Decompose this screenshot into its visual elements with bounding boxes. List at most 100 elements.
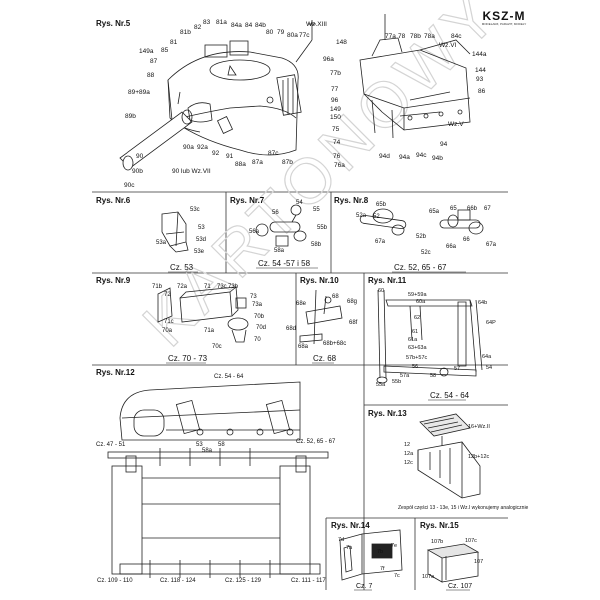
part-caption: Cz. 109 - 110 — [97, 578, 133, 584]
fig9-title: Rys. Nr.9 — [96, 276, 131, 285]
part-label: 64b — [478, 300, 487, 306]
part-label: 65a — [429, 209, 440, 215]
part-label: 66 — [463, 237, 470, 243]
part-label: 58 — [218, 442, 225, 448]
part-label: 52 — [373, 214, 380, 220]
part-label: 12b+12c — [468, 454, 490, 460]
part-label: 68f — [349, 320, 358, 326]
part-label: 93 — [476, 76, 484, 83]
part-label: 94 — [440, 141, 448, 148]
fig15-labels: Rys. Nr.15 107b 107c 107 107a Cz. 107 — [420, 521, 483, 590]
part-label: 70c — [212, 344, 222, 350]
part-label: 65 — [450, 206, 457, 212]
part-label: 59+59a — [408, 292, 427, 298]
fig14-caption: Cz. 7 — [356, 583, 372, 590]
part-label: 55b — [317, 225, 328, 231]
part-label: 68d — [286, 326, 296, 332]
part-label: 68 — [332, 294, 339, 300]
part-label: 70 — [254, 337, 261, 343]
part-label: 81 — [170, 39, 178, 46]
part-label: 71b — [152, 284, 163, 290]
part-label: 57 — [454, 366, 460, 372]
part-label: 81a — [216, 19, 227, 26]
part-label: 56a — [249, 229, 260, 235]
part-label: 7a — [346, 545, 353, 551]
part-label: 81b — [180, 29, 191, 36]
fig8-caption: Cz. 52, 65 - 67 — [394, 263, 447, 272]
part-caption: Cz. 111 - 117 — [291, 578, 326, 584]
part-label: 94b — [432, 155, 443, 162]
part-label: 73c — [217, 284, 227, 290]
part-label: 7e — [391, 543, 397, 549]
part-label: 149a — [139, 48, 154, 55]
fig5-turret-drawing — [119, 20, 316, 171]
part-label: 83 — [203, 19, 211, 26]
part-label: 89+89a — [128, 89, 150, 96]
part-label: 55 — [313, 207, 320, 213]
part-label: 58 — [430, 373, 436, 379]
part-label: 12 — [404, 442, 410, 448]
part-label: Cz. 47 - 51 — [96, 442, 126, 448]
part-label: Wz.V — [448, 121, 464, 128]
part-label: 72 — [164, 292, 171, 298]
part-label: 67a — [486, 242, 497, 248]
part-label: 94c — [416, 152, 427, 159]
part-label: 86 — [478, 88, 486, 95]
part-label: 67a — [375, 239, 386, 245]
part-label: 77b — [330, 70, 341, 77]
fig11-labels: Rys. Nr.11 60 59+59a 60a 64b 62 64P 61 6… — [368, 276, 496, 400]
part-label: 71a — [204, 328, 215, 334]
part-label: 77a — [385, 33, 396, 40]
part-label: 91 — [226, 153, 234, 160]
fig7-title: Rys. Nr.7 — [230, 196, 265, 205]
part-label: 58a — [202, 448, 213, 454]
part-label: Cz. 54 - 64 — [214, 374, 244, 380]
part-label: 63+63a — [408, 345, 427, 351]
fig12-labels: Rys. Nr.12 Cz. 54 - 64 53 58 58a Cz. 47 … — [96, 368, 336, 584]
part-label: 73b — [228, 284, 239, 290]
part-label: 148 — [336, 39, 347, 46]
part-label: 53 — [196, 442, 203, 448]
fig10-drawing — [299, 289, 343, 345]
part-label: 89b — [125, 113, 136, 120]
part-label: 68a — [298, 344, 309, 350]
fig12-hull-drawing — [119, 381, 301, 441]
part-label: 60 — [378, 288, 384, 294]
part-label: 70b — [254, 314, 265, 320]
part-label: 84a — [231, 22, 242, 29]
logo-tagline: MODELARZ, PARAZIT, MODELY — [481, 22, 527, 26]
part-label: 65b — [376, 202, 387, 208]
part-label: 16+Wz.II — [468, 424, 490, 430]
part-label: 90a — [183, 144, 194, 151]
part-label: 12a — [404, 451, 414, 457]
fig6-drawing — [161, 211, 189, 253]
part-label: 58a — [274, 248, 285, 254]
part-label: 66b — [467, 206, 478, 212]
part-label: 64a — [482, 354, 492, 360]
part-label: 80 — [266, 29, 274, 36]
part-label: 78a — [424, 33, 435, 40]
part-label: Wz.XIII — [306, 21, 327, 28]
fig13-labels: Rys. Nr.13 16+Wz.II 12 12a 12c 12b+12c Z… — [368, 409, 529, 511]
fig13-title: Rys. Nr.13 — [368, 409, 407, 418]
part-caption: Cz. 125 - 129 — [225, 578, 262, 584]
part-label: 92 — [212, 150, 220, 157]
part-label: 87c — [268, 150, 279, 157]
part-label: 68g — [347, 299, 357, 305]
part-label: 92a — [197, 144, 208, 151]
caption-underlines — [166, 267, 470, 591]
logo-brand: KSZ-M — [482, 9, 526, 23]
part-label: 78b — [410, 33, 421, 40]
part-label: 94a — [399, 154, 410, 161]
part-label: 61 — [412, 329, 418, 335]
part-label: 80a — [287, 32, 298, 39]
part-label: 79 — [277, 29, 285, 36]
part-label: 76a — [334, 162, 345, 169]
fig14-labels: Rys. Nr.14 7d 7a 7e 7b 7c 7f Cz. 7 — [331, 521, 400, 590]
part-label: 56 — [412, 364, 418, 370]
part-label: 53a — [156, 240, 167, 246]
part-label: 90 lub Wz.VII — [172, 168, 211, 175]
part-label: 74 — [333, 139, 341, 146]
